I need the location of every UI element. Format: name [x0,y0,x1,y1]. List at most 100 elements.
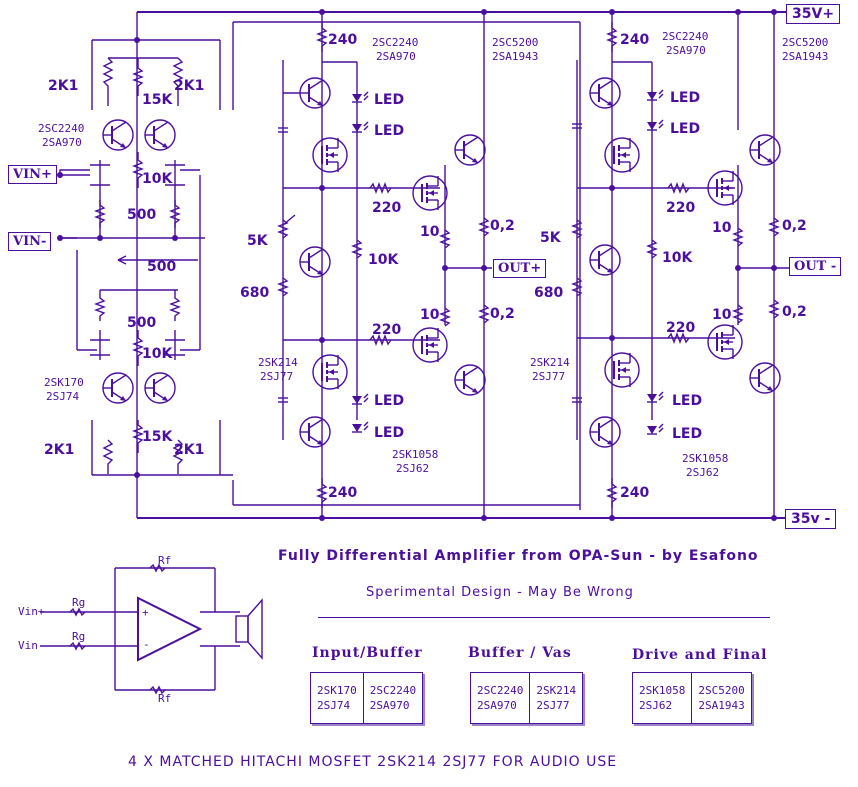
opamp-rf-label: Rf [158,692,171,705]
label-2sk214: 2SK214 [258,356,298,369]
label-680: 680 [240,285,269,301]
label-10k: 10K [142,171,173,187]
label-2sk1058: 2SK1058 [392,448,438,461]
label-0-2: 0,2 [782,218,807,234]
label-2sj77: 2SJ77 [260,370,293,383]
page-title: Fully Differential Amplifier from OPA-Su… [278,548,759,564]
part-name: 2SK170 [317,684,357,697]
part-name: 2SC5200 [698,684,745,697]
label-led: LED [672,393,702,409]
title-divider [318,617,770,618]
vin-neg-port: VIN- [8,232,52,251]
label-15k: 15K [142,429,173,445]
label-2k1: 2K1 [174,442,204,458]
label-2sc2240: 2SC2240 [372,36,418,49]
opamp-vin-pos-label: Vin+ [18,605,45,618]
label-500: 500 [127,207,156,223]
label-2sc5200: 2SC5200 [782,36,828,49]
group-heading-buffer-vas: Buffer / Vas [468,645,572,661]
opamp-vin-neg-label: Vin- [18,639,45,652]
label-2sa970: 2SA970 [376,50,416,63]
label-led: LED [374,123,404,139]
label-2sc2240: 2SC2240 [38,122,84,135]
out-neg-port: OUT - [789,257,842,276]
label-5k: 5K [247,233,269,249]
part-name: 2SJ62 [639,699,673,712]
vin-pos-port: VIN+ [8,165,57,184]
footer-note: 4 X MATCHED HITACHI MOSFET 2SK214 2SJ77 … [128,754,618,770]
label-led: LED [672,426,702,442]
parts-box-input-buffer: 2SK170 2SJ74 2SC2240 2SA970 [310,672,424,724]
label-15k: 15K [142,92,173,108]
part-name: 2SJ74 [317,699,351,712]
label-led: LED [374,393,404,409]
label-led: LED [670,90,700,106]
label-2sa970: 2SA970 [42,136,82,149]
part-name: 2SA1943 [698,699,745,712]
label-2k1: 2K1 [48,78,78,94]
label-2k1: 2K1 [44,442,74,458]
group-heading-drive-final: Drive and Final [632,647,768,663]
positive-rail-label: 35V+ [786,4,841,24]
label-240: 240 [328,32,357,48]
label-500: 500 [127,315,156,331]
part-name: 2SC2240 [477,684,524,697]
opamp-rf-label: Rf [158,554,171,567]
label-220: 220 [666,200,695,216]
part-name: 2SJ77 [536,699,570,712]
label-2sj62: 2SJ62 [686,466,719,479]
label-led: LED [374,92,404,108]
opamp-plus-label: + [142,606,149,619]
label-10: 10 [712,307,732,323]
opamp-minus-label: - [143,638,150,651]
label-240: 240 [620,485,649,501]
label-2sa1943: 2SA1943 [492,50,538,63]
label-0-2: 0,2 [490,218,515,234]
label-led: LED [670,121,700,137]
out-pos-port: OUT+ [493,259,547,278]
label-0-2: 0,2 [782,304,807,320]
group-heading-input-buffer: Input/Buffer [312,645,423,661]
label-500: 500 [147,259,176,275]
opamp-block-diagram: Vin+ Vin- Rg Rg Rf Rf + - [18,554,263,705]
label-led: LED [374,425,404,441]
label-2sk1058: 2SK1058 [682,452,728,465]
label-240: 240 [328,485,357,501]
opamp-rg-label: Rg [72,630,85,643]
label-2sa970: 2SA970 [666,44,706,57]
label-2sj77: 2SJ77 [532,370,565,383]
label-10k: 10K [368,252,399,268]
label-2sk214: 2SK214 [530,356,570,369]
parts-box-drive-final: 2SK1058 2SJ62 2SC5200 2SA1943 [632,672,752,724]
label-2sj74: 2SJ74 [46,390,79,403]
label-10k: 10K [662,250,693,266]
label-10: 10 [420,224,440,240]
label-680: 680 [534,285,563,301]
input-stage [59,39,233,476]
label-2k1: 2K1 [174,78,204,94]
label-220: 220 [372,322,401,338]
label-240: 240 [620,32,649,48]
label-0-2: 0,2 [490,306,515,322]
label-2sc5200: 2SC5200 [492,36,538,49]
component-labels: 2K1 2K1 15K 2SC2240 2SA970 10K 500 500 5… [38,30,828,501]
negative-rail-label: 35v - [785,509,837,529]
label-10: 10 [712,220,732,236]
part-name: 2SA970 [477,699,517,712]
label-10k: 10K [142,346,173,362]
part-name: 2SK1058 [639,684,686,697]
part-name: 2SC2240 [369,684,417,697]
part-name: 2SA970 [369,699,410,712]
part-name: 2SK214 [536,684,577,697]
label-10: 10 [420,307,440,323]
parts-box-buffer-vas: 2SC2240 2SA970 2SK214 2SJ77 [470,672,584,724]
junction-dots [57,9,777,521]
label-220: 220 [372,200,401,216]
label-220: 220 [666,320,695,336]
label-2sa1943: 2SA1943 [782,50,828,63]
label-2sc2240: 2SC2240 [662,30,708,43]
page-subtitle: Sperimental Design - May Be Wrong [366,585,634,600]
label-5k: 5K [540,230,562,246]
